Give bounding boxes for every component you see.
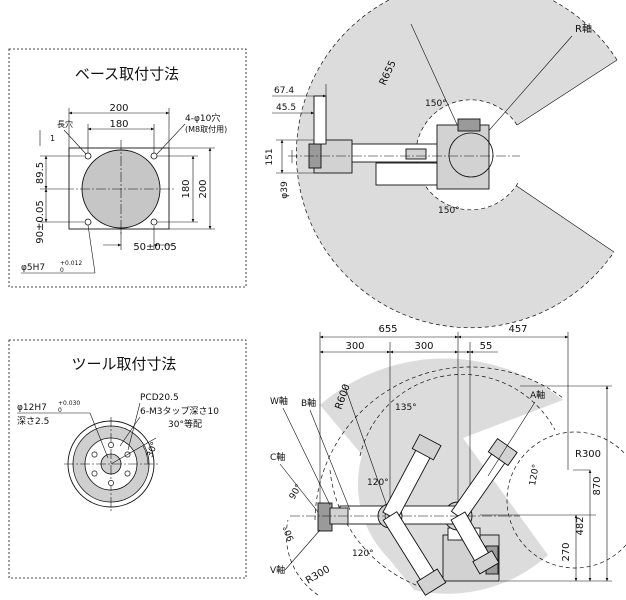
- side-b-axis: B軸: [301, 397, 316, 409]
- top-view: R軸 R655 150° 150° 67.4 45.5 151 φ39: [265, 0, 618, 329]
- tool-panel-frame: [8, 339, 247, 579]
- side-v-axis: V軸: [270, 564, 285, 576]
- side-300-b: 300: [414, 341, 433, 352]
- side-view: 655 457 300 300 55 R600 135° 870 482 270…: [270, 324, 626, 596]
- dim-base-89-5: 89.5: [35, 162, 46, 184]
- top-phi39: φ39: [280, 181, 290, 199]
- base-mounting-panel: ベース取付寸法 200 180 200 180: [8, 48, 247, 288]
- dim-base-short: 1: [50, 134, 55, 143]
- base-panel-frame: [8, 48, 247, 288]
- top-150-a: 150°: [425, 99, 447, 109]
- dim-base-200-width: 200: [109, 103, 128, 114]
- dim-base-90: 90±0.05: [35, 200, 46, 243]
- note-bore-tol-bottom: 0: [58, 407, 62, 414]
- note-holes: 4-φ10穴: [185, 112, 220, 124]
- side-655: 655: [378, 324, 397, 335]
- note-tap: 6-M3タップ深さ10: [140, 406, 219, 417]
- side-120-b: 120°: [352, 549, 374, 559]
- side-120-a: 120°: [367, 478, 389, 488]
- tool-mounting-panel: ツール取付寸法 30° φ12H7 +0.030 0 深さ2.5 PCD20.5…: [8, 339, 247, 579]
- dim-base-50: 50±0.05: [133, 242, 176, 253]
- side-55: 55: [480, 341, 493, 352]
- side-300-a: 300: [345, 341, 364, 352]
- side-870: 870: [592, 476, 603, 495]
- tool-panel-title: ツール取付寸法: [71, 355, 176, 373]
- top-67-4: 67.4: [274, 86, 294, 96]
- side-r300-left: R300: [304, 564, 332, 587]
- top-150-b: 150°: [438, 206, 460, 216]
- note-pin-tol-top: +0.012: [60, 260, 82, 267]
- note-depth: 深さ2.5: [17, 416, 49, 427]
- side-457: 457: [508, 324, 527, 335]
- side-w-axis: W軸: [270, 395, 288, 407]
- side-r300-right: R300: [575, 449, 601, 460]
- side-270: 270: [561, 542, 572, 561]
- note-pin: φ5H7: [21, 263, 45, 273]
- side-arm-pose-b: [450, 511, 500, 575]
- tool-tap-holes: [91, 442, 131, 486]
- side-135: 135°: [395, 403, 417, 413]
- side-482: 482: [575, 516, 586, 535]
- note-m8: (M8取付用): [185, 124, 227, 134]
- side-120-c: 120°: [528, 463, 542, 486]
- base-panel-title: ベース取付寸法: [75, 65, 179, 83]
- side-c-axis: C軸: [270, 451, 285, 463]
- dim-base-200-height: 200: [198, 179, 209, 198]
- note-bore: φ12H7: [17, 403, 47, 413]
- top-r-axis: R軸: [575, 22, 592, 35]
- top-151: 151: [265, 148, 275, 165]
- note-long-hole: 長穴: [57, 119, 73, 129]
- side-90-b: 90°: [282, 524, 297, 542]
- note-pcd: PCD20.5: [140, 393, 179, 403]
- side-a-axis: A軸: [530, 389, 545, 401]
- note-pin-tol-bottom: 0: [60, 267, 64, 274]
- side-arm-pose-down: [382, 511, 447, 596]
- top-45-5: 45.5: [276, 103, 296, 113]
- note-pitch: 30°等配: [168, 418, 202, 430]
- note-bore-tol-top: +0.030: [58, 400, 80, 407]
- dim-base-180-height: 180: [181, 179, 192, 198]
- dim-base-180-width: 180: [109, 119, 128, 130]
